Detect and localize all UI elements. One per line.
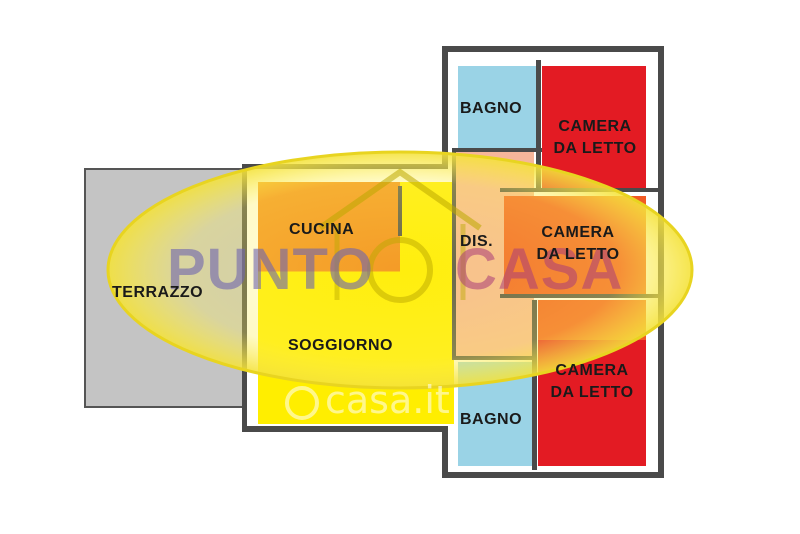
wall-outer-right <box>658 46 664 476</box>
bathroom-top-area <box>458 66 538 150</box>
watermark-text: casa.it <box>325 378 450 422</box>
room-label-cucina: CUCINA <box>289 221 355 238</box>
wall-bottom-wing-left <box>442 426 448 476</box>
living-room-upper-right <box>400 182 454 272</box>
bedroom-3-top-band <box>538 300 646 340</box>
room-label-terrazzo: TERRAZZO <box>112 284 204 301</box>
hallway-lower <box>456 300 536 360</box>
room-label-camera-2: CAMERA DA LETTO <box>536 224 620 263</box>
wall-outer-bottom-right <box>442 472 664 478</box>
room-label-dis: DIS. <box>460 233 494 250</box>
wall-top-main <box>242 164 448 169</box>
room-label-camera-3: CAMERA DA LETTO <box>550 362 634 401</box>
wall-bedroom-wing-left <box>442 46 448 168</box>
wall-outer-top-right <box>442 46 664 52</box>
room-label-bagno-bottom: BAGNO <box>460 411 523 428</box>
wall-bath-top-bottom <box>452 148 542 152</box>
house-icon <box>285 385 319 420</box>
room-label-camera-1: CAMERA DA LETTO <box>553 118 637 157</box>
wall-bottom-main <box>242 426 442 432</box>
wall-hall-right-top <box>536 60 541 188</box>
wall-bath-bottom-right <box>532 300 537 470</box>
wall-terrace-right <box>242 168 247 428</box>
wall-bedroom-divider-2 <box>500 294 658 298</box>
wall-hall-left <box>452 150 456 360</box>
wall-kitchen-divider <box>398 186 402 236</box>
wall-bedroom-divider-1 <box>500 188 658 192</box>
room-label-bagno-top: BAGNO <box>460 100 523 117</box>
room-label-soggiorno: SOGGIORNO <box>288 337 393 354</box>
casa-it-watermark: casa.it <box>285 378 450 422</box>
wall-bath-divider <box>452 356 536 360</box>
